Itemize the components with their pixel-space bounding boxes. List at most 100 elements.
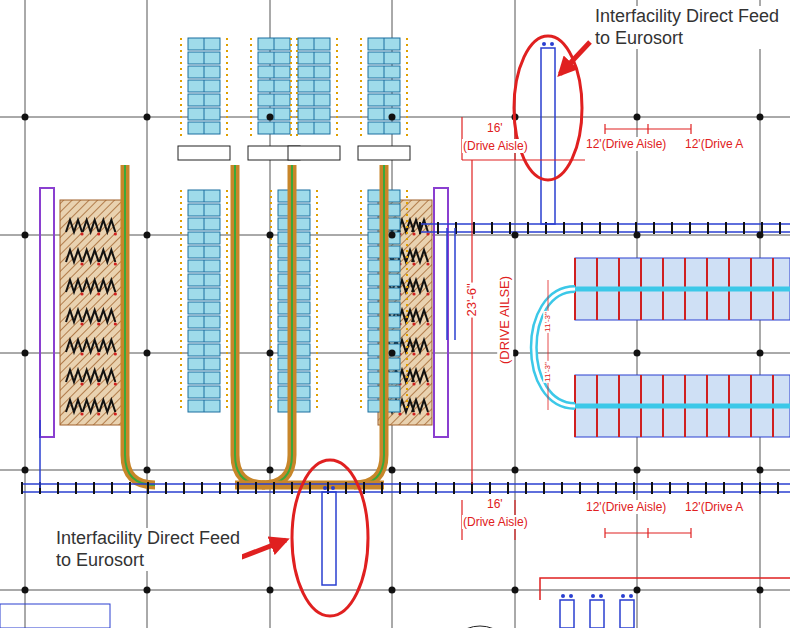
main-conveyor	[420, 222, 790, 234]
belt-roller	[419, 222, 421, 234]
belt-roller	[671, 222, 673, 234]
storage-rack	[361, 38, 407, 138]
dimension-text: 23'-6"	[464, 282, 480, 317]
rack-bay	[298, 122, 330, 134]
rack-divider	[274, 80, 275, 92]
rack-bay	[188, 232, 220, 244]
belt-roller	[255, 482, 257, 494]
column-symbol	[446, 626, 514, 628]
belt-roller	[743, 222, 745, 234]
rack-bay	[368, 80, 400, 92]
spur-dot	[331, 486, 335, 490]
belt-roller	[615, 482, 617, 494]
rack-bay	[368, 108, 400, 120]
belt-edge	[22, 491, 790, 493]
flow-rack-dot	[114, 292, 117, 295]
dimension-text: 16'	[486, 121, 504, 135]
rack-divider	[204, 260, 205, 272]
rack-bay	[258, 108, 290, 120]
rack-edge	[226, 38, 228, 138]
rack-edge	[360, 38, 362, 138]
rack-divider	[274, 52, 275, 64]
rack-bay	[188, 38, 220, 50]
flow-rack-dot	[412, 232, 415, 235]
rack-edge	[336, 38, 338, 138]
module-frame	[40, 188, 54, 437]
flow-rack-symbol	[66, 310, 82, 322]
rack-divider	[314, 52, 315, 64]
rack-divider	[314, 66, 315, 78]
dimension-text: 11'-3"	[543, 311, 553, 333]
rack-bay	[298, 80, 330, 92]
belt-roller	[509, 222, 511, 234]
flow-rack-dot	[426, 352, 429, 355]
rack-bay	[258, 94, 290, 106]
main-conveyor	[22, 482, 790, 494]
rack-edge	[316, 190, 318, 412]
flow-rack-symbol	[99, 280, 115, 292]
belt-roller	[93, 482, 95, 494]
grid-node	[22, 114, 29, 121]
loop-inner	[534, 289, 575, 406]
rack-bay	[188, 80, 220, 92]
rack-divider	[384, 38, 385, 50]
flow-rack-dot	[97, 232, 100, 235]
belt-roller	[777, 482, 779, 494]
conveyor-line	[235, 165, 265, 485]
flow-rack-symbol	[99, 370, 115, 382]
flow-rack-dot	[97, 382, 100, 385]
rack-bay	[188, 218, 220, 230]
rack-bay	[188, 330, 220, 342]
rack-bay	[188, 372, 220, 384]
flow-rack-symbol	[412, 280, 428, 292]
flow-rack-dot	[114, 232, 117, 235]
flow-rack-symbol	[83, 340, 99, 352]
belt-roller	[219, 482, 221, 494]
dimension-text: (DRIVE AILSE)	[497, 275, 513, 365]
belt-edge	[446, 228, 448, 340]
belt-roller	[273, 482, 275, 494]
flow-rack-dot	[114, 412, 117, 415]
grid-node	[267, 587, 274, 594]
feed-spur	[590, 594, 604, 628]
grid-node	[634, 467, 641, 474]
rack-divider	[384, 52, 385, 64]
belt-edge	[39, 420, 41, 488]
spur-dot	[550, 42, 554, 46]
flow-rack-symbol	[66, 370, 82, 382]
rack-bay	[188, 288, 220, 300]
flow-rack-dot	[97, 292, 100, 295]
grid-node	[144, 587, 151, 594]
flow-rack-dot	[97, 322, 100, 325]
grid-node	[22, 467, 29, 474]
belt-roller	[599, 222, 601, 234]
rack-bay	[188, 190, 220, 202]
flow-rack-dot	[80, 412, 83, 415]
belt-roller	[597, 482, 599, 494]
flow-rack-symbol	[66, 280, 82, 292]
grid-line	[25, 0, 26, 628]
rack-bay	[188, 316, 220, 328]
curve-conveyor	[125, 165, 155, 485]
rack-divider	[274, 94, 275, 106]
belt-roller	[491, 222, 493, 234]
rack-divider	[204, 108, 205, 120]
rack-bay	[188, 66, 220, 78]
grid-node	[144, 114, 151, 121]
belt-roller	[309, 482, 311, 494]
storage-rack	[181, 190, 227, 412]
rack-bay	[368, 52, 400, 64]
belt-roller	[633, 482, 635, 494]
spur-dot	[569, 594, 573, 598]
rack-divider	[204, 80, 205, 92]
bank-belt	[575, 404, 790, 409]
flow-rack-dot	[80, 292, 83, 295]
rack-divider	[204, 204, 205, 216]
curve-conveyor	[262, 165, 292, 485]
flow-rack-dot	[97, 262, 100, 265]
rack-divider	[204, 274, 205, 286]
rack-bay	[188, 122, 220, 134]
rack-divider	[204, 330, 205, 342]
